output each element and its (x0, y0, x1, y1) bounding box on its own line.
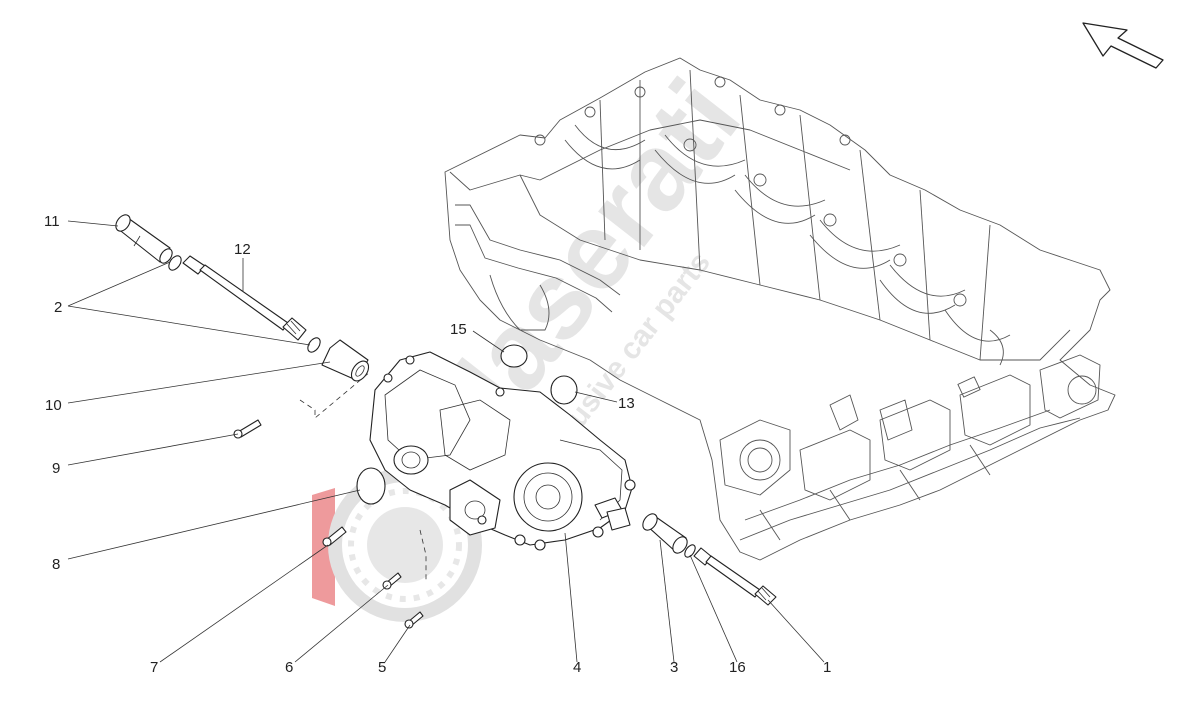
callout-3: 3 (670, 659, 678, 676)
callout-10: 10 (45, 397, 62, 414)
leader-lines (67, 220, 825, 663)
watermark-red-bar (312, 488, 335, 606)
callout-7: 7 (150, 659, 158, 676)
callout-4: 4 (573, 659, 581, 676)
part-4-oil-pump (369, 351, 636, 551)
callout-1: 1 (823, 659, 831, 676)
part-8-o-ring (356, 467, 386, 505)
callout-labels: 11 12 2 10 9 8 7 6 5 4 3 16 1 15 13 (44, 213, 831, 676)
part-1-shaft (693, 547, 777, 606)
part-11-sleeve (115, 214, 173, 264)
part-3-sleeve (642, 513, 688, 554)
part-13-o-ring (550, 375, 578, 405)
callout-13: 13 (618, 395, 635, 412)
part-2-o-rings (168, 255, 321, 353)
part-10-sleeve (321, 339, 370, 382)
engine-block (444, 57, 1116, 561)
callout-2: 2 (54, 299, 62, 316)
part-12-shaft (182, 255, 307, 341)
direction-arrow-icon (1082, 22, 1164, 69)
part-5-screw (404, 611, 424, 629)
part-6-screw (382, 572, 402, 590)
callout-8: 8 (52, 556, 60, 573)
part-16-o-ring (684, 544, 696, 558)
part-7-screw (322, 526, 347, 547)
callout-15: 15 (450, 321, 467, 338)
callout-12: 12 (234, 241, 251, 258)
callout-11: 11 (44, 213, 60, 230)
part-9-screw (233, 419, 262, 439)
callout-5: 5 (378, 659, 386, 676)
callout-16: 16 (729, 659, 746, 676)
callout-6: 6 (285, 659, 293, 676)
watermark-gear-hub (367, 507, 443, 583)
watermark-gear-teeth (348, 488, 462, 602)
callout-9: 9 (52, 460, 60, 477)
part-15-o-ring (500, 344, 528, 368)
